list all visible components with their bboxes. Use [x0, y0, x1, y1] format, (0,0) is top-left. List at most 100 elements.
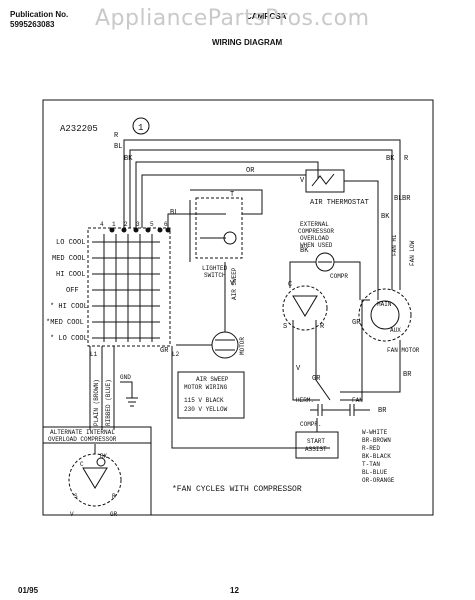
wire-label: BR: [378, 407, 387, 415]
wire-label: GR: [352, 319, 361, 327]
air-sweep-box-title: MOTOR WIRING: [184, 384, 228, 391]
fan-capacitor: [340, 404, 370, 416]
overload-box-label: BK: [100, 453, 108, 460]
wire-l1: [171, 346, 330, 449]
thermostat-box: [305, 169, 345, 193]
wire-label: OR: [246, 167, 255, 175]
switch-position-label: * LO COOL: [50, 335, 88, 343]
motor-label: MOTOR: [239, 337, 246, 355]
diagram-id: A232205: [60, 124, 98, 134]
fan-low-label: FAN LOW: [409, 240, 416, 266]
wire-label: BK: [381, 213, 390, 221]
wire-bl-switch: [167, 213, 190, 228]
switch-position-label: * HI COOL: [50, 303, 88, 311]
footer-page: 12: [230, 586, 239, 595]
alternate-overload-box: [42, 426, 152, 516]
switch-position-label: OFF: [66, 287, 79, 295]
color-legend-item: BR-BROWN: [362, 437, 391, 444]
wire-t: [190, 189, 263, 215]
ground-symbol: [126, 397, 138, 407]
wire-compr-s: [292, 320, 320, 401]
wire-label: BK: [386, 155, 395, 163]
compr-cap-label: COMPR.: [300, 421, 322, 428]
color-legend-item: R-RED: [362, 445, 380, 452]
terminal-label: 4: [100, 221, 104, 228]
air-sweep-box-row: 115 V BLACK: [184, 397, 224, 404]
terminal-label: 2: [124, 221, 128, 228]
ground-wire: [120, 381, 133, 398]
switch-position-label: LO COOL: [56, 239, 85, 247]
overload-note: COMPRESSOR: [298, 228, 334, 235]
lighted-switch-label: SWITCH: [204, 272, 226, 279]
section-title: WIRING DIAGRAM: [212, 38, 283, 47]
wire-label: BL: [170, 209, 178, 217]
wire-label: GR: [312, 375, 321, 383]
wire-label: T: [230, 191, 234, 199]
overload-note: EXTERNAL: [300, 221, 329, 228]
herm-label: HERM.: [296, 397, 314, 404]
wire-label: V: [230, 280, 235, 288]
terminal-label: 5: [150, 221, 154, 228]
plain-wire-label: PLAIN (BROWN): [93, 379, 100, 426]
start-assist-label: ASSIST: [305, 446, 327, 453]
overload-box-title: OVERLOAD COMPRESSOR: [48, 436, 117, 443]
lighted-switch-lamp: [223, 231, 237, 245]
thermostat-label: AIR THERMOSTAT: [310, 199, 369, 207]
compressor-terminal: R: [320, 323, 325, 331]
switch-position-label: MED COOL: [52, 255, 86, 263]
terminal-label: 3: [136, 221, 140, 228]
fan-motor-label: FAN MOTOR: [387, 347, 420, 354]
fan-motor-core: [370, 300, 400, 330]
overload-box-title: ALTERNATE INTERNAL: [50, 429, 115, 436]
fan-aux-label: AUX: [390, 327, 401, 334]
air-sweep-motor: [211, 331, 239, 359]
color-legend-item: BK-BLACK: [362, 453, 391, 460]
watermark: AppliancePartsPros.com: [95, 6, 370, 31]
wire-label: V: [300, 177, 305, 185]
lighted-switch-wires: [189, 200, 226, 262]
compressor-terminal: C: [288, 281, 292, 289]
ground-label: GND: [120, 374, 131, 381]
overload-box-label: V: [70, 511, 74, 518]
diagram-frame: [42, 99, 434, 516]
overload-box-label: C: [80, 461, 84, 468]
power-cord: [89, 346, 115, 430]
compressor-circle: [282, 285, 328, 331]
compressor-terminal: S: [283, 323, 287, 331]
wire-label: BK: [300, 247, 309, 255]
thermostat-element: [311, 173, 335, 187]
wire-compr-r: [315, 320, 331, 401]
air-sweep-box-row: 230 V YELLOW: [184, 406, 228, 413]
color-legend-item: T-TAN: [362, 461, 380, 468]
wire-or: [141, 174, 298, 228]
fan-motor-circle: [358, 288, 412, 342]
lighted-switch-label: LIGHTED: [202, 265, 228, 272]
lighted-switch-box: [195, 197, 243, 259]
compressor-windings: [292, 295, 318, 317]
footnote: *FAN CYCLES WITH COMPRESSOR: [172, 485, 302, 494]
air-sweep-label: AIR SWEEP: [231, 267, 238, 300]
wire-bl: [129, 149, 393, 262]
wire-label: V: [296, 365, 301, 373]
terminal-label: 1: [112, 221, 116, 228]
wire-label: BR: [402, 195, 411, 203]
ribbed-wire-label: RIBBED (BLUE): [105, 379, 112, 426]
selector-switch-block: [87, 227, 171, 347]
herm-capacitor: [310, 404, 330, 416]
overload-box-label: GR: [110, 511, 118, 518]
color-legend-item: BL-BLUE: [362, 469, 388, 476]
switch-contacts: [92, 234, 160, 342]
wire-bk: [135, 161, 319, 228]
fan-motor-wires: [340, 262, 401, 401]
switch-position-label: *MED COOL: [46, 319, 84, 327]
wire-r: [123, 139, 401, 262]
model-code: CAMPCSA: [246, 12, 287, 21]
terminal-label: L1: [90, 351, 98, 358]
start-assist-label: START: [307, 438, 325, 445]
diagram-number: 1: [138, 123, 143, 133]
terminal-label: 6: [164, 221, 168, 228]
overload-note: OVERLOAD: [300, 235, 329, 242]
overload-box-label: R: [112, 493, 116, 500]
wire-label: R: [404, 155, 409, 163]
